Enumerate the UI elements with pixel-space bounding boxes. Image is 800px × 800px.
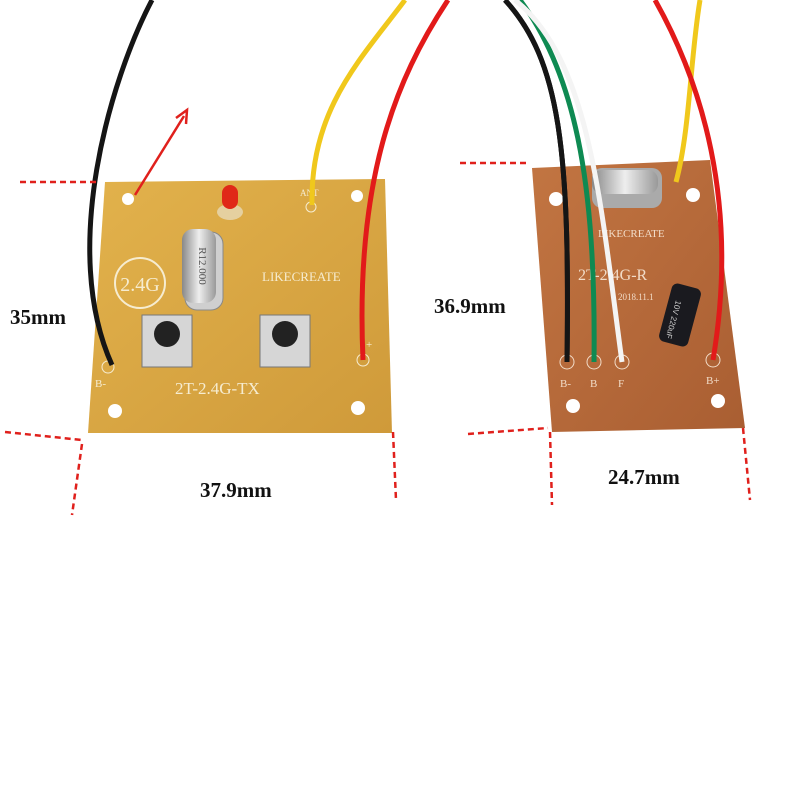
tx-red-wire <box>359 0 451 361</box>
tx-black-wire <box>87 0 155 367</box>
transmitter-board: R12.000 2.4G LIKECREATE ANT 2T-2.4G-TX B… <box>88 179 392 433</box>
led-icon <box>217 185 243 220</box>
rx-yellow-wire <box>673 0 703 183</box>
push-button-left <box>141 314 193 368</box>
capacitor-icon: 10V 220uF <box>659 283 701 347</box>
ant-label: ANT <box>300 188 319 198</box>
rx-black-wire-front <box>503 0 570 363</box>
rx-width-label: 24.7mm <box>608 465 680 489</box>
rx-green-wire <box>517 0 597 363</box>
date-label: 2018.11.1 <box>618 292 654 302</box>
receiver-board: LIKECREATE 2T-2.4G-R 2018.11.1 10V 220uF… <box>532 160 745 432</box>
pin-label-plus: + <box>366 339 372 351</box>
brand-label: LIKECREATE <box>598 228 665 240</box>
rx-red-wire <box>652 0 725 361</box>
tx-width-label: 37.9mm <box>200 478 272 502</box>
rx-white-wire <box>513 0 625 363</box>
pin-label-b-minus: B- <box>95 378 106 390</box>
tx-height-label: 35mm <box>10 305 66 329</box>
pin-label-f: F <box>618 378 624 390</box>
dimension-lines <box>4 161 752 516</box>
tx-yellow-wire <box>309 0 407 206</box>
rx-height-label: 36.9mm <box>434 294 506 318</box>
crystal-label: R12.000 <box>196 247 208 285</box>
badge-circle <box>114 257 166 309</box>
brand-label: LIKECREATE <box>262 269 341 284</box>
arrow-icon <box>133 107 189 196</box>
push-button-right <box>259 314 311 368</box>
badge-text: 2.4G <box>120 274 159 296</box>
crystal-icon <box>592 168 662 208</box>
model-label: 2T-2.4G-TX <box>175 379 260 398</box>
pin-label-b-minus: B- <box>560 378 571 390</box>
pin-label-b: B <box>590 378 597 390</box>
crystal-icon: R12.000 <box>182 229 224 311</box>
pin-label-b-plus: B+ <box>706 375 720 387</box>
